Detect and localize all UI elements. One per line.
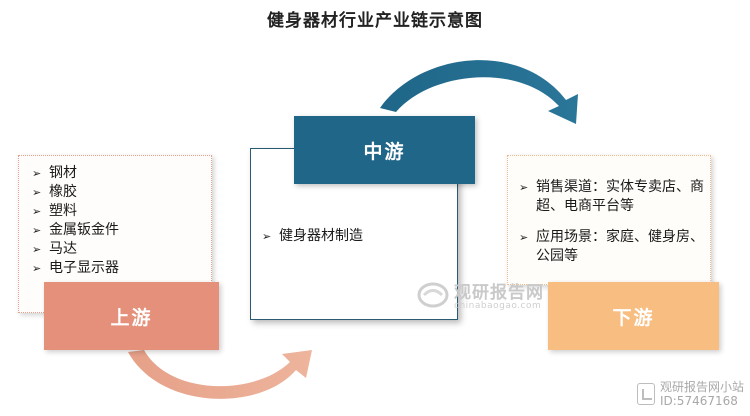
list-item: ➢钢材 xyxy=(32,165,77,181)
watermark-url: chinabaogao.com xyxy=(454,301,542,311)
corner-mark: 观研报告网小站 ID:57467168 xyxy=(636,380,744,408)
upstream-label: 上游 xyxy=(44,282,219,350)
list-item: ➢马达 xyxy=(32,241,77,257)
bullet-arrow-icon: ➢ xyxy=(32,262,42,275)
bullet-arrow-icon: ➢ xyxy=(519,231,529,244)
midstream-label: 中游 xyxy=(294,116,475,184)
diagram-title: 健身器材行业产业链示意图 xyxy=(267,11,483,31)
list-item: ➢塑料 xyxy=(32,203,77,219)
arrow-mid-to-down xyxy=(380,60,578,124)
bullet-arrow-icon: ➢ xyxy=(32,243,42,256)
corner-mark-id: ID:57467168 xyxy=(659,394,738,408)
bullet-arrow-icon: ➢ xyxy=(32,167,42,180)
downstream-panel: ➢销售渠道：实体专卖店、商超、电商平台等 ➢应用场景：家庭、健身房、公园等 xyxy=(507,155,711,285)
list-item: ➢金属钣金件 xyxy=(32,222,119,238)
list-item: ➢健身器材制造 xyxy=(262,228,363,244)
arrow-up-to-mid xyxy=(128,350,312,399)
list-item: ➢应用场景：家庭、健身房、公园等 xyxy=(519,229,704,264)
list-item: ➢销售渠道：实体专卖店、商超、电商平台等 xyxy=(519,179,704,214)
watermark-name: 观研报告网 xyxy=(454,283,544,303)
downstream-list: ➢销售渠道：实体专卖店、商超、电商平台等 ➢应用场景：家庭、健身房、公园等 xyxy=(518,178,706,278)
bullet-arrow-icon: ➢ xyxy=(32,224,42,237)
bullet-arrow-icon: ➢ xyxy=(519,181,529,194)
watermark: 观研报告网 chinabaogao.com xyxy=(416,278,544,311)
watermark-logo-icon xyxy=(417,282,449,307)
upstream-list: ➢钢材 ➢橡胶 ➢塑料 ➢金属钣金件 ➢马达 ➢电子显示器 xyxy=(31,164,119,278)
list-item: ➢电子显示器 xyxy=(32,260,119,276)
list-item: ➢橡胶 xyxy=(32,184,77,200)
corner-mark-name: 观研报告网小站 xyxy=(659,380,744,394)
phone-icon xyxy=(636,383,655,405)
downstream-label: 下游 xyxy=(548,282,719,350)
bullet-arrow-icon: ➢ xyxy=(32,186,42,199)
midstream-list: ➢健身器材制造 xyxy=(261,227,363,246)
bullet-arrow-icon: ➢ xyxy=(32,205,42,218)
bullet-arrow-icon: ➢ xyxy=(262,230,272,243)
